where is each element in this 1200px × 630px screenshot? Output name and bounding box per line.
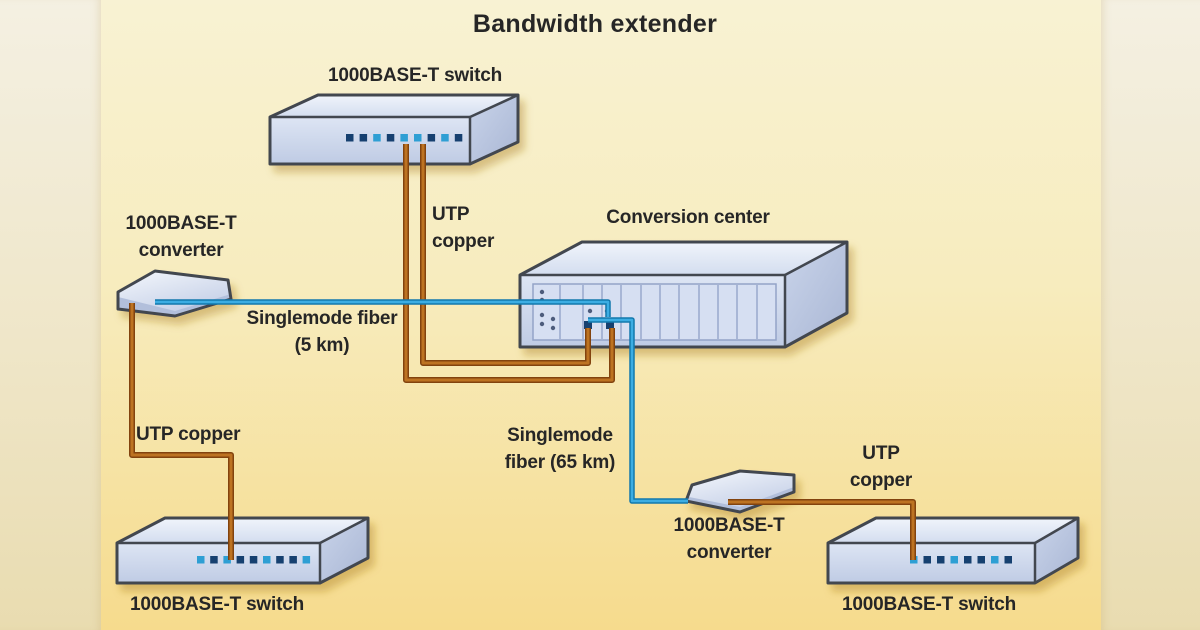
bottom-left-switch-port-leds [197,556,311,564]
conversion-center-device [518,240,849,349]
chassis-slot-dividers [559,285,758,339]
chassis-slot-panel [532,283,777,341]
right-edge-band [1101,0,1200,630]
fiber-5km-label: Singlemode fiber(5 km) [246,308,398,356]
bottom-right-switch-device [826,516,1080,585]
top-switch-port-leds [346,134,463,142]
top-switch-label: 1000BASE-T switch [328,65,502,86]
bottom-right-switch-label: 1000BASE-T switch [842,594,1016,615]
diagram-title: Bandwidth extender [472,10,718,38]
bottom-right-converter-device [684,469,796,514]
singlemode-fiber-cables [155,299,688,504]
utp-copper-bottom-left-label: UTP copper [136,424,241,445]
utp-copper-cables [129,144,916,560]
conversion-center-label: Conversion center [606,207,770,228]
top-switch-device [268,93,520,166]
left-edge-band [0,0,101,630]
bottom-left-switch-label: 1000BASE-T switch [130,594,304,615]
chassis-copper-ports [584,321,614,329]
bottom-left-switch-device [115,516,370,585]
